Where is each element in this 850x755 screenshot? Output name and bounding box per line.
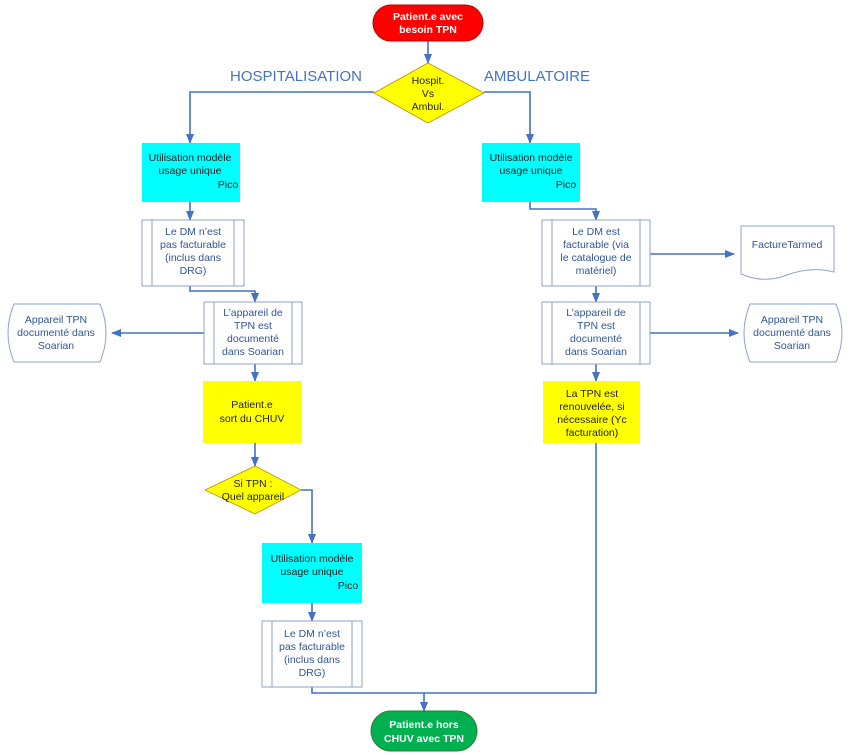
amb-doc-line: Soarian: [774, 340, 810, 352]
end-terminal: Patient.e hors CHUV avec TPN: [370, 710, 478, 752]
amb-dm-line: facturable (via: [563, 239, 629, 251]
amb-dm-subprocess: Le DM est facturable (via le catalogue d…: [541, 219, 651, 287]
hosp-exit-line: sort du CHUV: [220, 413, 285, 425]
hosp-model-process: Utilisation modèle usage unique Pico: [142, 143, 240, 202]
amb-facture-line: FactureTarmed: [752, 239, 823, 251]
amb-renew-line: renouvelée, si: [559, 401, 624, 413]
amb-soarian-subprocess: L’appareil de TPN est documenté dans Soa…: [541, 301, 651, 365]
amb-renew-line: La TPN est: [566, 388, 618, 400]
amb-facture-document: FactureTarmed: [740, 225, 835, 280]
hosp-soarian-line: documenté: [227, 333, 279, 345]
start-terminal: Patient.e avec besoin TPN: [372, 4, 484, 42]
amb-doc-line: documenté dans: [753, 327, 831, 339]
amb-soarian-line: TPN est: [577, 320, 615, 332]
start-terminal-line: besoin TPN: [399, 24, 457, 36]
ambulatoire-label: AMBULATOIRE: [484, 68, 590, 85]
amb-doc-storage: Appareil TPN documenté dans Soarian: [743, 303, 843, 363]
exit-model-line: usage unique: [280, 566, 343, 578]
hosp-soarian-line: TPN est: [234, 320, 272, 332]
hospitalisation-label: HOSPITALISATION: [230, 68, 362, 85]
amb-doc-line: Appareil TPN: [761, 314, 823, 326]
tpn-decision-line: Si TPN :: [234, 478, 273, 490]
exit-model-line: Utilisation modèle: [271, 553, 354, 565]
hosp-soarian-line: dans Soarian: [222, 346, 284, 358]
amb-renew-line: facturation): [566, 427, 619, 439]
connectors: [111, 41, 739, 712]
start-terminal-line: Patient.e avec: [393, 11, 463, 23]
exit-model-process: Utilisation modèle usage unique Pico: [262, 543, 362, 603]
tpn-decision: Si TPN : Quel appareil: [204, 465, 302, 515]
main-decision-line: Vs: [422, 88, 434, 100]
amb-dm-line: Le DM est: [572, 226, 620, 238]
hosp-dm-line: pas facturable: [160, 239, 226, 251]
amb-renew-line: nécessaire (Yc: [557, 414, 626, 426]
connector-decision-hosp: [186, 91, 374, 144]
hosp-soarian-subprocess: L’appareil de TPN est documenté dans Soa…: [203, 301, 303, 365]
hosp-doc-line: documenté dans: [17, 327, 95, 339]
main-decision-line: Ambul.: [412, 101, 445, 113]
exit-dm-line: DRG): [299, 667, 326, 679]
hosp-dm-line: DRG): [180, 265, 207, 277]
hosp-dm-line: (inclus dans: [165, 252, 221, 264]
hosp-doc-storage: Appareil TPN documenté dans Soarian: [7, 303, 107, 363]
main-decision: Hospit. Vs Ambul.: [373, 62, 485, 124]
hosp-model-line: Utilisation modèle: [149, 152, 232, 164]
amb-model-line: Pico: [556, 179, 577, 191]
hosp-doc-line: Soarian: [38, 340, 74, 352]
connector-decision-amb: [484, 91, 534, 144]
tpn-decision-line: Quel appareil: [222, 491, 284, 503]
hosp-model-line: Pico: [218, 179, 239, 191]
amb-dm-line: le catalogue de: [560, 252, 631, 264]
amb-soarian-line: L’appareil de: [566, 307, 626, 319]
hosp-dm-subprocess: Le DM n’est pas facturable (inclus dans …: [141, 219, 245, 287]
main-decision-line: Hospit.: [412, 75, 445, 87]
hosp-exit-process: Patient.e sort du CHUV: [203, 381, 302, 443]
amb-soarian-line: documenté: [570, 333, 622, 345]
exit-dm-line: Le DM n’est: [284, 628, 340, 640]
hosp-doc-line: Appareil TPN: [25, 314, 87, 326]
hosp-dm-line: Le DM n’est: [165, 226, 221, 238]
connector-decisiontpn-model: [301, 489, 316, 544]
exit-dm-line: (inclus dans: [284, 654, 340, 666]
amb-model-line: usage unique: [499, 165, 562, 177]
amb-soarian-line: dans Soarian: [565, 346, 627, 358]
amb-renew-process: La TPN est renouvelée, si nécessaire (Yc…: [543, 381, 640, 443]
exit-dm-subprocess: Le DM n’est pas facturable (inclus dans …: [261, 620, 363, 688]
amb-model-line: Utilisation modèle: [490, 152, 573, 164]
hosp-exit-line: Patient.e: [231, 399, 273, 411]
amb-model-process: Utilisation modèle usage unique Pico: [482, 143, 580, 202]
end-terminal-line: CHUV avec TPN: [384, 733, 464, 745]
exit-model-line: Pico: [338, 580, 359, 592]
hosp-soarian-line: L’appareil de: [223, 307, 283, 319]
connector-ambmodel-dm: [529, 202, 600, 221]
hosp-model-line: usage unique: [158, 165, 221, 177]
connector-hospdm-soarian: [189, 286, 259, 303]
end-terminal-line: Patient.e hors: [389, 719, 459, 731]
exit-dm-line: pas facturable: [279, 641, 345, 653]
connector-ambrenew-end: [424, 443, 597, 694]
amb-dm-line: matériel): [576, 265, 617, 277]
connector-exitdm-end: [311, 687, 428, 712]
